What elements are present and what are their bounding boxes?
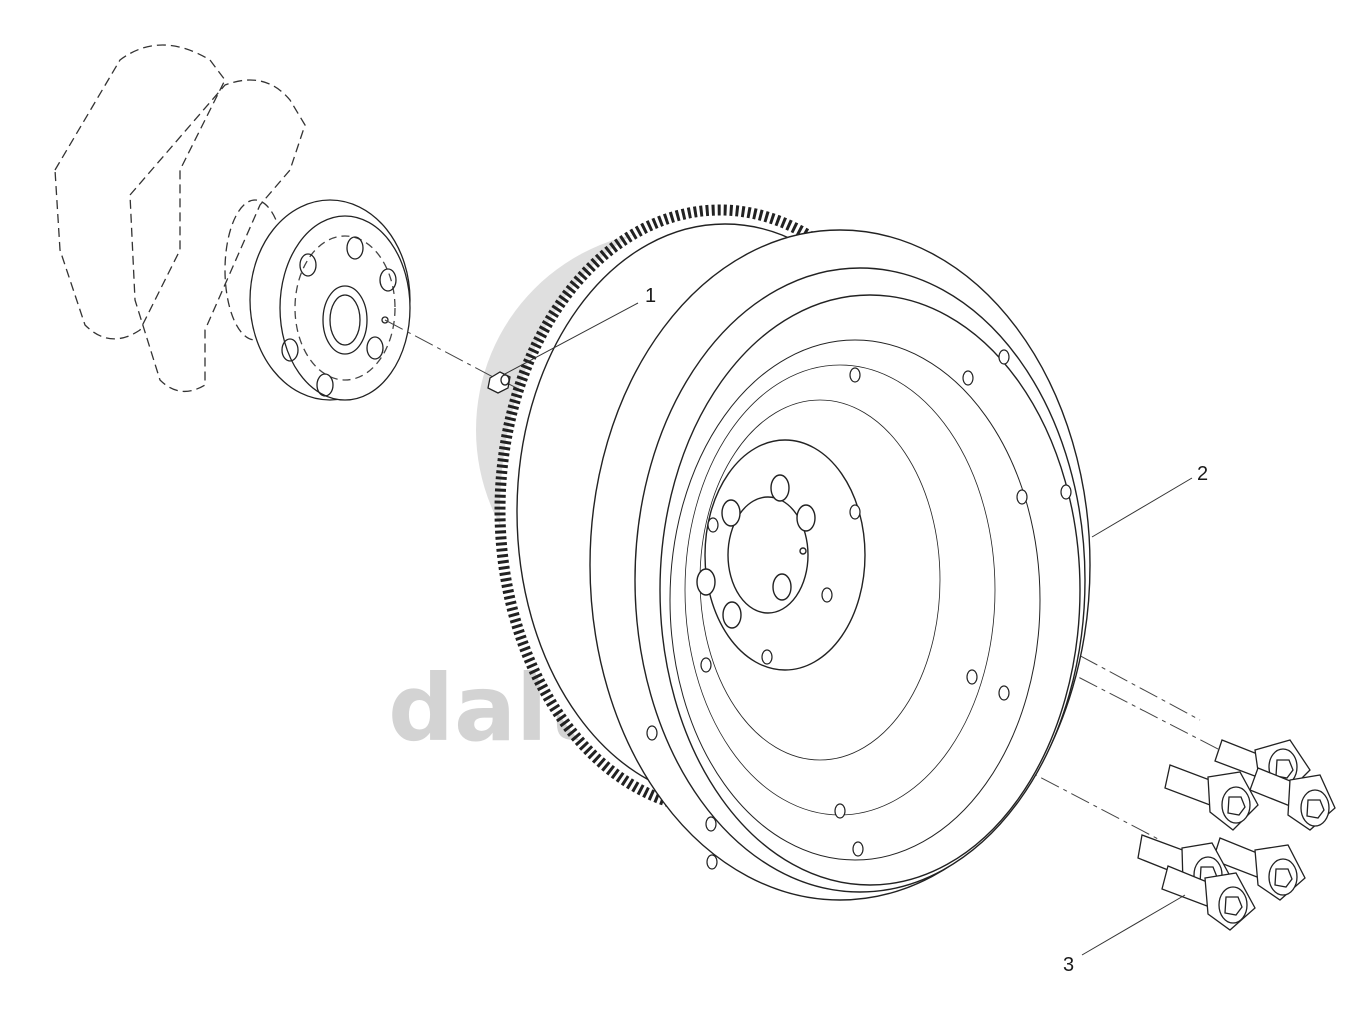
crankshaft-hole-1 xyxy=(346,236,364,260)
flywheel xyxy=(494,204,1091,901)
flywheel-hub-hole-1 xyxy=(770,474,790,502)
flywheel-clutch-bolt-holes xyxy=(646,349,1072,870)
crankshaft-hole-3 xyxy=(366,336,384,360)
crankshaft xyxy=(54,44,411,401)
flywheel-hub-hole-5 xyxy=(696,568,716,596)
callout-3: 3 xyxy=(1063,954,1074,976)
leader-2 xyxy=(1091,477,1193,538)
crankshaft-web-back xyxy=(54,44,226,340)
flywheel-hub-hole-2 xyxy=(796,504,816,532)
callout-1: 1 xyxy=(645,285,656,307)
flywheel-hub-hole-3 xyxy=(772,573,792,601)
flywheel-dowel-hole xyxy=(799,547,807,555)
callout-leaders xyxy=(502,302,1193,956)
dowel-pin xyxy=(487,371,511,394)
flywheel-hub-hole-6 xyxy=(721,499,741,527)
crankshaft-web-front xyxy=(129,79,306,392)
leader-1 xyxy=(502,302,639,376)
flywheel-rim-inner xyxy=(659,294,1081,886)
flywheel-bolts xyxy=(1137,739,1336,931)
crankshaft-dowel-hole xyxy=(381,316,389,324)
crankshaft-hole-4 xyxy=(316,373,334,397)
crankshaft-hole-5 xyxy=(281,338,299,362)
flywheel-hub-hole-4 xyxy=(722,601,742,629)
callout-2: 2 xyxy=(1197,463,1208,485)
bolt-3 xyxy=(1164,764,1259,831)
crankshaft-hole-6 xyxy=(299,253,317,277)
flywheel-clutch-face-outer xyxy=(669,339,1041,861)
bolt-6 xyxy=(1161,865,1256,931)
crankshaft-bolt-circle xyxy=(294,235,396,381)
leader-3 xyxy=(1081,894,1186,956)
bolt-4 xyxy=(1212,837,1306,901)
crankshaft-bore-inner xyxy=(329,294,361,346)
crankshaft-hole-2 xyxy=(379,268,397,292)
bolt-2 xyxy=(1249,767,1336,831)
